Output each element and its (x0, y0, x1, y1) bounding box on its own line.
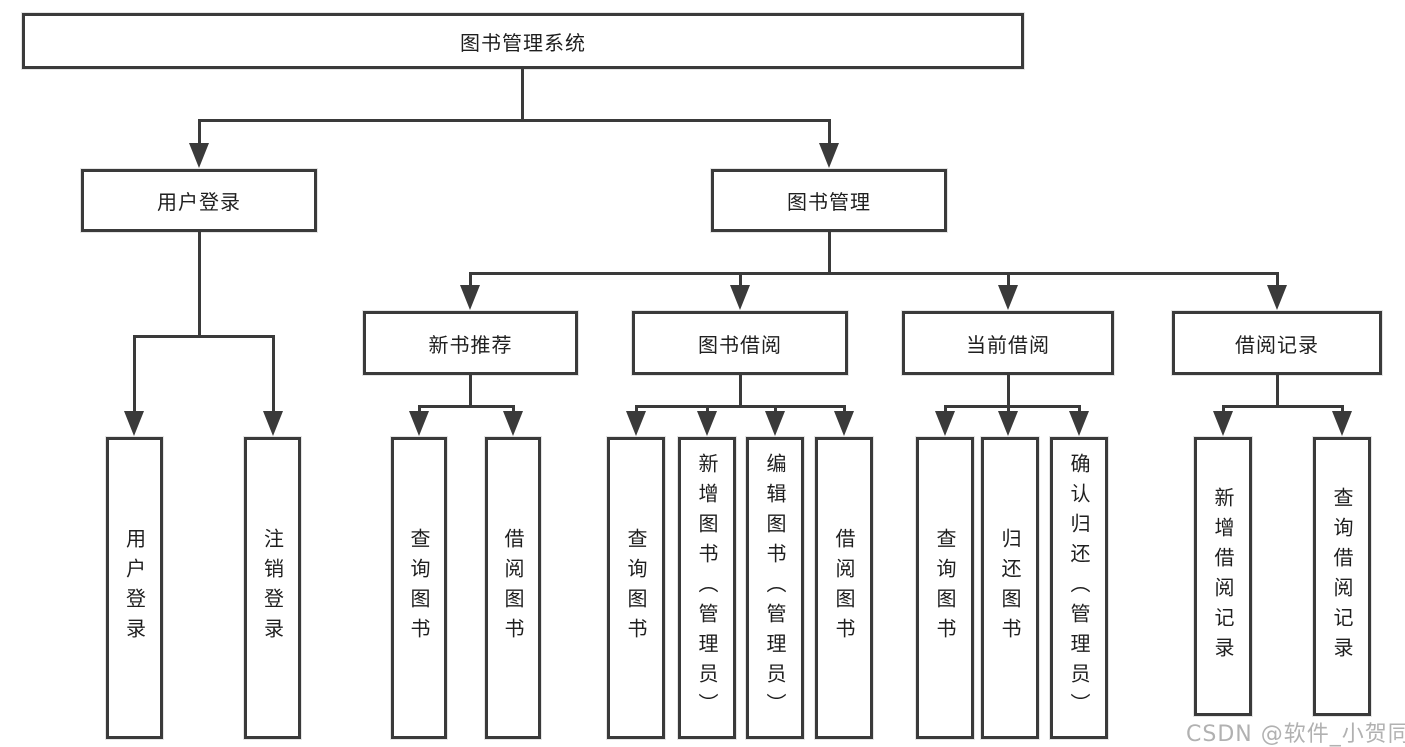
arrow-down-icon (189, 143, 209, 168)
leaf-edit-books-admin: 编辑图书（管理员） (746, 437, 804, 739)
node-book-borrowing-label: 图书借阅 (698, 332, 782, 357)
connector-v-leaf (418, 405, 421, 415)
connector-v-leaf (944, 405, 947, 415)
leaf-confirm-return-admin-label: 确认归还（管理员） (1067, 453, 1091, 723)
leaf-borrow-books-1-label: 借阅图书 (501, 528, 525, 648)
connector-v-current-borrow (1007, 375, 1010, 405)
node-user-login: 用户登录 (81, 169, 317, 232)
connector-v-to-new-book (469, 272, 472, 288)
leaf-add-borrow-record: 新增借阅记录 (1194, 437, 1252, 716)
connector-v-leaf (1341, 405, 1344, 415)
connector-v-to-leaf-login (133, 335, 136, 413)
connector-h-current-borrow (944, 405, 1081, 408)
connector-v-leaf (635, 405, 638, 415)
leaf-borrow-books-1: 借阅图书 (485, 437, 541, 739)
arrow-down-icon (998, 285, 1018, 310)
leaf-logout: 注销登录 (244, 437, 301, 739)
node-current-borrowing: 当前借阅 (902, 311, 1114, 375)
leaf-query-books-3-label: 查询图书 (933, 528, 957, 648)
leaf-add-books-admin-label: 新增图书（管理员） (695, 453, 719, 723)
arrow-down-icon (765, 411, 785, 436)
connector-v-to-borrow-records (1276, 272, 1279, 288)
arrow-down-icon (263, 411, 283, 436)
connector-v-new-book (469, 375, 472, 405)
node-borrowing-records: 借阅记录 (1172, 311, 1382, 375)
connector-v-to-user-login (198, 119, 201, 147)
connector-v-borrow-records (1276, 375, 1279, 405)
leaf-borrow-books-2: 借阅图书 (815, 437, 873, 739)
connector-v-leaf (774, 405, 777, 415)
leaf-add-books-admin: 新增图书（管理员） (678, 437, 736, 739)
connector-v-to-current-borrow (1007, 272, 1010, 288)
arrow-down-icon (409, 411, 429, 436)
connector-v-leaf (1222, 405, 1225, 415)
leaf-return-books: 归还图书 (981, 437, 1039, 739)
arrow-down-icon (503, 411, 523, 436)
connector-h-user-login (133, 335, 275, 338)
arrow-down-icon (124, 411, 144, 436)
connector-v-leaf (1007, 405, 1010, 415)
connector-v-leaf (512, 405, 515, 415)
arrow-down-icon (1332, 411, 1352, 436)
connector-h-book-borrow (635, 405, 846, 408)
leaf-query-books-2-label: 查询图书 (624, 528, 648, 648)
arrow-down-icon (626, 411, 646, 436)
leaf-user-login: 用户登录 (106, 437, 163, 739)
arrow-down-icon (1267, 285, 1287, 310)
connector-h-book-mgmt (469, 272, 1279, 275)
node-user-login-label: 用户登录 (157, 190, 241, 214)
node-borrowing-records-label: 借阅记录 (1235, 332, 1319, 357)
node-new-book-recommend: 新书推荐 (363, 311, 578, 375)
leaf-query-books-1: 查询图书 (391, 437, 447, 739)
leaf-query-books-1-label: 查询图书 (407, 528, 431, 648)
watermark: CSDN @软件_小贺同学 (1186, 722, 1405, 747)
connector-v-to-book-borrow (739, 272, 742, 288)
connector-h-root (198, 119, 831, 122)
leaf-query-books-2: 查询图书 (607, 437, 665, 739)
leaf-edit-books-admin-label: 编辑图书（管理员） (763, 453, 787, 723)
connector-h-borrow-records (1222, 405, 1344, 408)
connector-v-root (521, 69, 524, 119)
leaf-borrow-books-2-label: 借阅图书 (832, 528, 856, 648)
node-root-library-system: 图书管理系统 (22, 13, 1024, 69)
connector-v-leaf (706, 405, 709, 415)
leaf-return-books-label: 归还图书 (998, 528, 1022, 648)
arrow-down-icon (935, 411, 955, 436)
leaf-logout-label: 注销登录 (260, 528, 285, 648)
arrow-down-icon (834, 411, 854, 436)
connector-v-leaf (1078, 405, 1081, 415)
node-book-borrowing: 图书借阅 (632, 311, 848, 375)
leaf-confirm-return-admin: 确认归还（管理员） (1050, 437, 1108, 739)
leaf-query-books-3: 查询图书 (916, 437, 974, 739)
arrow-down-icon (998, 411, 1018, 436)
arrow-down-icon (1069, 411, 1089, 436)
node-new-book-recommend-label: 新书推荐 (428, 332, 513, 357)
connector-v-user-login (198, 232, 201, 335)
arrow-down-icon (1213, 411, 1233, 436)
arrow-down-icon (730, 285, 750, 310)
leaf-query-borrow-record-label: 查询借阅记录 (1330, 486, 1354, 667)
leaf-add-borrow-record-label: 新增借阅记录 (1211, 486, 1235, 667)
arrow-down-icon (819, 143, 839, 168)
leaf-query-borrow-record: 查询借阅记录 (1313, 437, 1371, 716)
connector-v-book-mgmt (828, 232, 831, 272)
connector-v-to-leaf-logout (272, 335, 275, 413)
arrow-down-icon (697, 411, 717, 436)
node-root-label: 图书管理系统 (460, 30, 586, 55)
connector-h-new-book (418, 405, 515, 408)
connector-v-leaf (843, 405, 846, 415)
node-book-management: 图书管理 (711, 169, 947, 232)
leaf-user-login-label: 用户登录 (122, 528, 147, 648)
connector-v-to-book-mgmt (828, 119, 831, 147)
connector-v-book-borrow (739, 375, 742, 405)
node-book-management-label: 图书管理 (787, 190, 871, 214)
arrow-down-icon (460, 285, 480, 310)
node-current-borrowing-label: 当前借阅 (966, 332, 1050, 357)
